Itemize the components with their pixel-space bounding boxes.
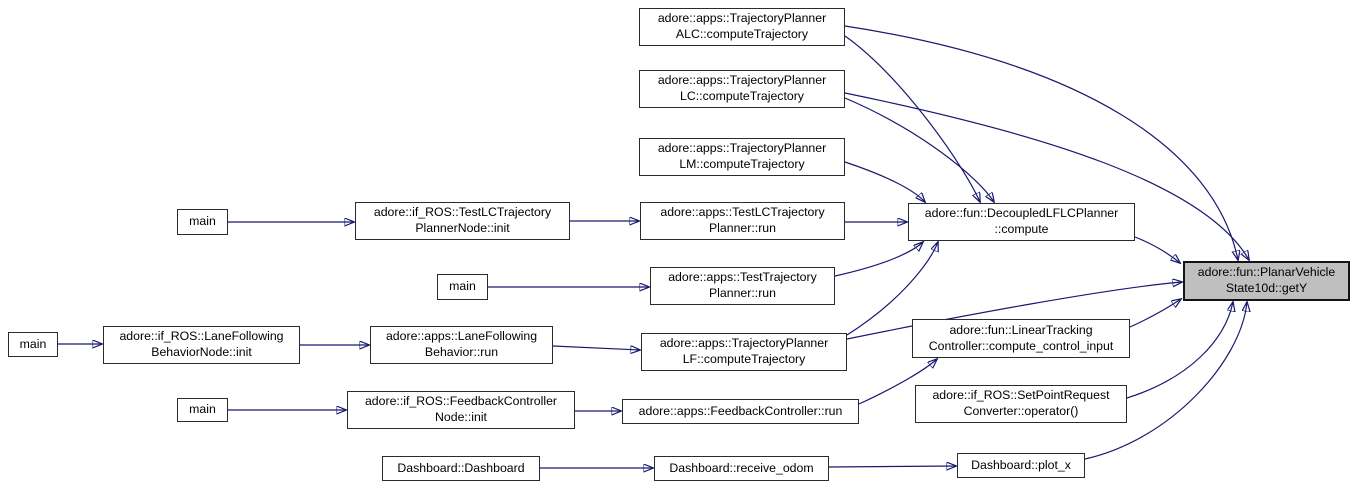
graph-node-plot[interactable]: Dashboard::plot_x <box>957 453 1085 478</box>
graph-node-compute[interactable]: adore::fun::DecoupledLFLCPlanner ::compu… <box>908 203 1135 241</box>
edge-alc-to-gety <box>844 25 1238 260</box>
edge-lfb_run-to-lf <box>552 345 640 350</box>
graph-node-ltc[interactable]: adore::fun::LinearTracking Controller::c… <box>912 319 1130 358</box>
graph-node-lfb_run[interactable]: adore::apps::LaneFollowing Behavior::run <box>370 326 553 364</box>
graph-node-recv[interactable]: Dashboard::receive_odom <box>654 456 829 481</box>
graph-node-main3[interactable]: main <box>8 332 58 357</box>
graph-node-lfb_node[interactable]: adore::if_ROS::LaneFollowing BehaviorNod… <box>103 326 300 364</box>
edge-ltc-to-gety <box>1129 299 1181 328</box>
graph-node-main4[interactable]: main <box>177 398 228 422</box>
edge-compute-to-gety <box>1134 236 1180 263</box>
graph-node-lf[interactable]: adore::apps::TrajectoryPlanner LF::compu… <box>641 333 847 371</box>
edge-lc-to-gety <box>844 92 1249 260</box>
graph-node-fc_run[interactable]: adore::apps::FeedbackController::run <box>622 399 859 424</box>
edge-lm-to-compute <box>844 161 925 202</box>
graph-node-lc[interactable]: adore::apps::TrajectoryPlanner LC::compu… <box>639 70 845 108</box>
graph-node-gety: adore::fun::PlanarVehicle State10d::getY <box>1183 261 1350 301</box>
edge-alc-to-compute <box>844 35 980 202</box>
edge-lf-to-gety <box>846 282 1182 340</box>
graph-node-alc[interactable]: adore::apps::TrajectoryPlanner ALC::comp… <box>639 8 845 46</box>
graph-node-fc_node[interactable]: adore::if_ROS::FeedbackController Node::… <box>347 391 575 429</box>
graph-node-dash[interactable]: Dashboard::Dashboard <box>382 456 540 481</box>
edge-lc-to-compute <box>844 97 994 202</box>
edge-plot-to-gety <box>1084 302 1247 460</box>
graph-node-testtp_run[interactable]: adore::apps::TestTrajectory Planner::run <box>650 267 835 305</box>
graph-node-testlc_run[interactable]: adore::apps::TestLCTrajectory Planner::r… <box>640 202 845 240</box>
edge-lf-to-compute <box>846 242 938 336</box>
graph-node-testlc_node[interactable]: adore::if_ROS::TestLCTrajectory PlannerN… <box>355 202 570 240</box>
edge-fc_run-to-ltc <box>858 359 937 405</box>
edge-recv-to-plot <box>828 466 956 467</box>
graph-node-main2[interactable]: main <box>437 274 488 300</box>
edge-testtp_run-to-compute <box>834 242 923 277</box>
graph-node-main1[interactable]: main <box>177 209 228 235</box>
graph-node-spr[interactable]: adore::if_ROS::SetPointRequest Converter… <box>915 385 1127 423</box>
graph-node-lm[interactable]: adore::apps::TrajectoryPlanner LM::compu… <box>639 138 845 176</box>
edge-spr-to-gety <box>1126 302 1233 399</box>
